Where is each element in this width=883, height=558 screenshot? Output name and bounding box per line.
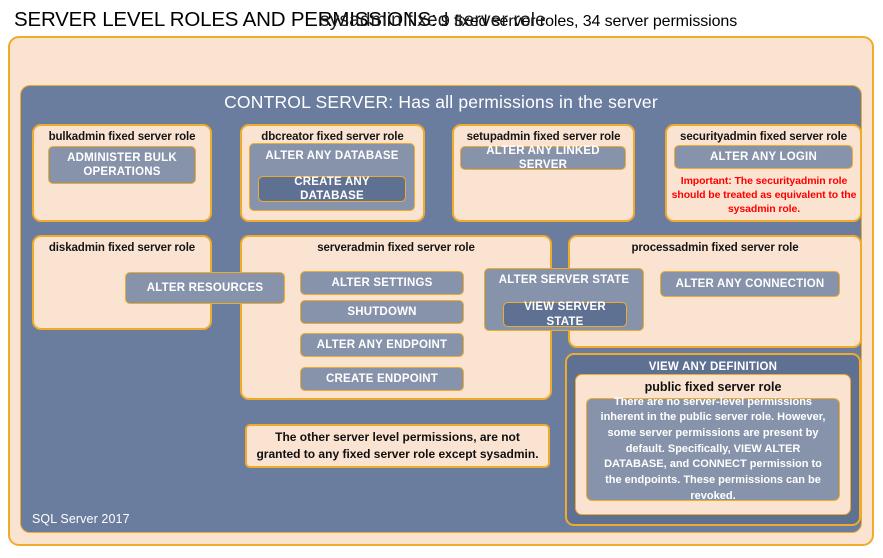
other-permissions-note: The other server level permissions, are …: [245, 424, 550, 468]
permission-chip-create-endpoint[interactable]: CREATE ENDPOINT: [300, 367, 464, 391]
role-title-setupadmin: setupadmin fixed server role: [466, 131, 621, 143]
role-box-diskadmin: diskadmin fixed server role: [32, 235, 212, 330]
role-title-diskadmin: diskadmin fixed server role: [48, 242, 196, 254]
role-title-securityadmin: securityadmin fixed server role: [680, 131, 847, 143]
role-title-serveradmin: serveradmin fixed server role: [317, 242, 475, 254]
footer-version-label: SQL Server 2017: [32, 512, 130, 526]
page-title: SERVER LEVEL ROLES AND PERMISSIONS: 9 fi…: [14, 8, 874, 34]
permission-chip-view-server-state[interactable]: VIEW SERVER STATE: [503, 301, 627, 328]
page-title-rest: 9 fixed server roles, 34 server permissi…: [436, 13, 738, 30]
permission-chip-alter-any-connection[interactable]: ALTER ANY CONNECTION: [660, 271, 840, 297]
securityadmin-warning-note: Important: The securityadmin role should…: [671, 175, 857, 216]
public-role-description: There are no server-level permissions in…: [586, 396, 840, 502]
permission-chip-alter-any-linked-server[interactable]: ALTER ANY LINKED SERVER: [460, 145, 626, 171]
page-title-strong: SERVER LEVEL ROLES AND PERMISSIONS:: [14, 8, 437, 31]
permission-chip-alter-resources[interactable]: ALTER RESOURCES: [125, 272, 285, 304]
permission-chip-create-any-database[interactable]: CREATE ANY DATABASE: [258, 176, 406, 202]
permission-chip-administer-bulk-operations[interactable]: ADMINISTER BULK OPERATIONS: [48, 146, 196, 184]
permission-chip-alter-any-endpoint[interactable]: ALTER ANY ENDPOINT: [300, 333, 464, 357]
permission-chip-alter-settings[interactable]: ALTER SETTINGS: [300, 271, 464, 295]
control-server-label: CONTROL SERVER: Has all permissions in t…: [224, 92, 658, 112]
role-title-bulkadmin: bulkadmin fixed server role: [48, 131, 196, 143]
role-title-public: public fixed server role: [644, 380, 782, 394]
permission-label-view-any-definition: VIEW ANY DEFINITION: [648, 361, 778, 373]
role-title-processadmin: processadmin fixed server role: [631, 242, 799, 254]
permission-chip-alter-any-login[interactable]: ALTER ANY LOGIN: [674, 145, 853, 169]
permission-chip-shutdown[interactable]: SHUTDOWN: [300, 300, 464, 324]
role-box-securityadmin: securityadmin fixed server role: [665, 124, 862, 222]
role-box-setupadmin: setupadmin fixed server role: [452, 124, 635, 222]
sysadmin-role-label: sysadmin fixed server role: [320, 10, 546, 31]
role-title-dbcreator: dbcreator fixed server role: [261, 131, 404, 143]
